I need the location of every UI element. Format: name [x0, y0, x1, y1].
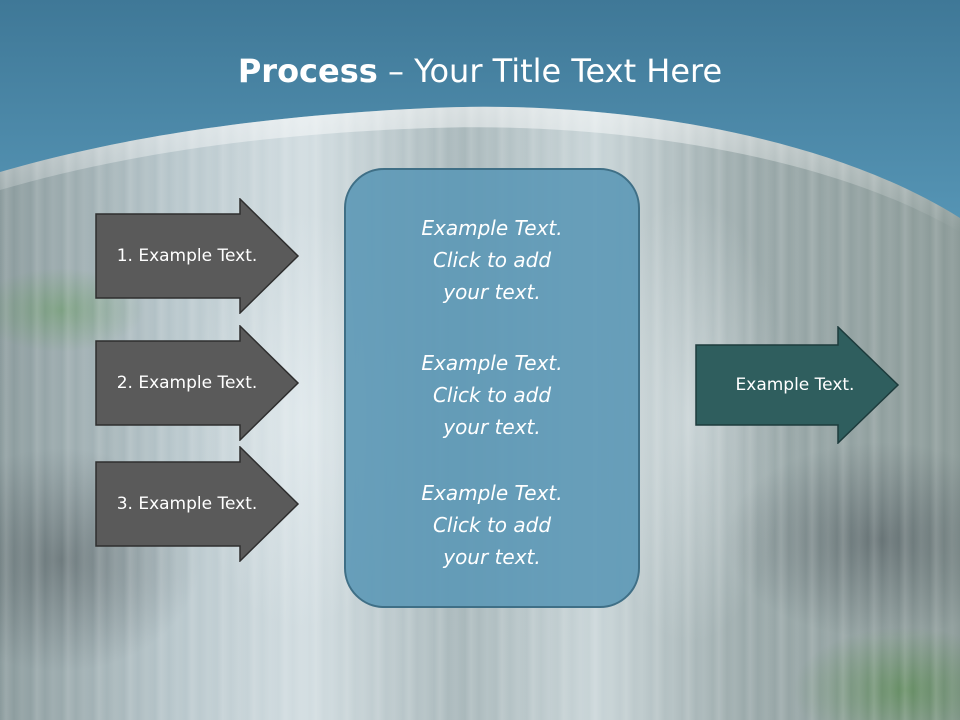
- center-text-line: your text.: [443, 280, 541, 304]
- step-arrow-label: 1. Example Text.: [116, 246, 258, 266]
- arrow-right-icon: [95, 198, 300, 314]
- step-arrow-label: 3. Example Text.: [116, 494, 258, 514]
- slide-title: Process – Your Title Text Here: [0, 52, 960, 90]
- arrow-right-icon: [95, 325, 300, 441]
- header-band: [0, 0, 960, 232]
- step-arrow-label: 2. Example Text.: [116, 373, 258, 393]
- center-text-line: Click to add: [432, 248, 552, 272]
- result-arrow-label: Example Text.: [735, 375, 855, 395]
- center-text-line: your text.: [443, 545, 541, 569]
- title-rest-part: – Your Title Text Here: [377, 52, 723, 90]
- step-arrow-2[interactable]: 2. Example Text.: [95, 325, 300, 441]
- title-bold-part: Process: [237, 52, 378, 90]
- center-text-line: Click to add: [432, 383, 552, 407]
- center-text-line: Click to add: [432, 513, 552, 537]
- result-arrow[interactable]: Example Text.: [695, 326, 900, 444]
- center-text-line: your text.: [443, 415, 541, 439]
- center-text-line: Example Text.: [421, 216, 563, 240]
- center-text-line: Example Text.: [421, 481, 563, 505]
- center-text-block-1[interactable]: Example Text. Click to add your text.: [344, 212, 640, 308]
- step-arrow-3[interactable]: 3. Example Text.: [95, 446, 300, 562]
- center-text-line: Example Text.: [421, 351, 563, 375]
- center-text-block-2[interactable]: Example Text. Click to add your text.: [344, 347, 640, 443]
- center-process-box[interactable]: [344, 168, 640, 608]
- arrow-right-icon: [695, 326, 900, 444]
- center-text-block-3[interactable]: Example Text. Click to add your text.: [344, 477, 640, 573]
- arrow-right-icon: [95, 446, 300, 562]
- step-arrow-1[interactable]: 1. Example Text.: [95, 198, 300, 314]
